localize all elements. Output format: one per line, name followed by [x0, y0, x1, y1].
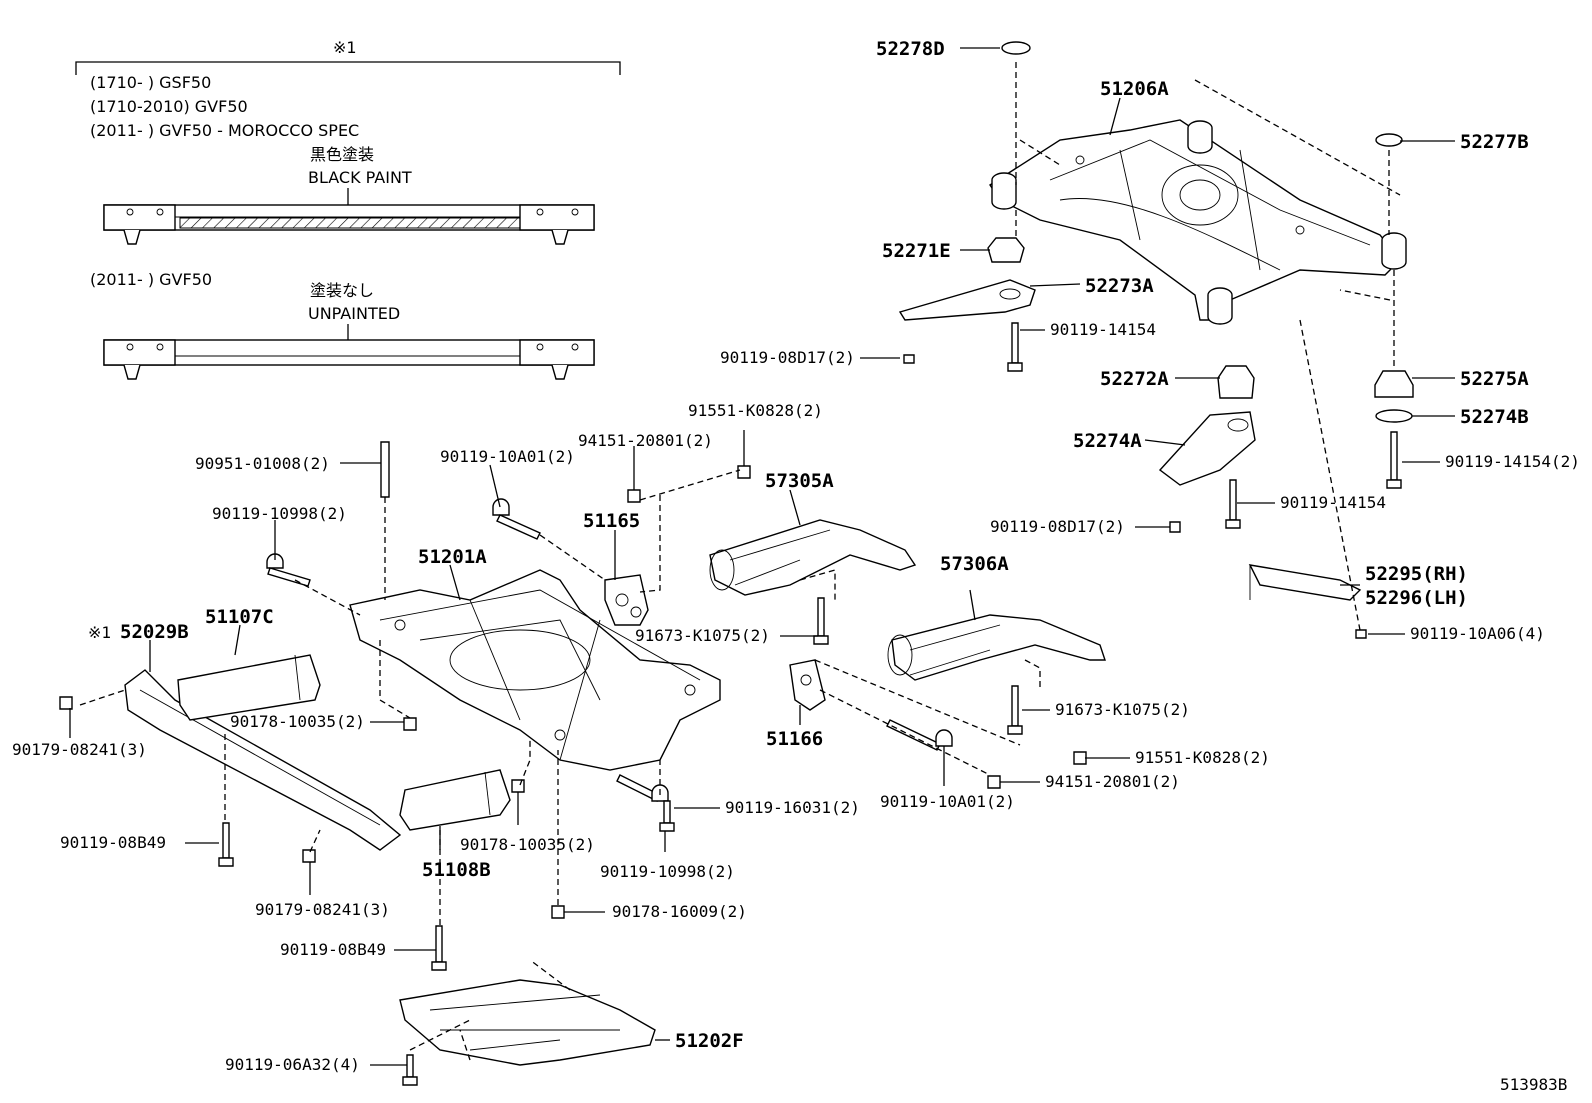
- front-dashed-lines: [79, 469, 1041, 1061]
- label-51166: 51166: [766, 728, 823, 750]
- label-90178-16009: 90178-16009(2): [612, 902, 747, 921]
- label-90119-10A01-a: 90119-10A01(2): [440, 447, 575, 466]
- label-90119-06A32: 90119-06A32(4): [225, 1055, 360, 1074]
- label-90119-10A06: 90119-10A06(4): [1410, 624, 1545, 643]
- note-block: ※1 (1710- ) GSF50 (1710-2010) GVF50 (201…: [75, 38, 621, 380]
- label-52272A: 52272A: [1100, 368, 1169, 390]
- front-subframe-drawing: [349, 569, 721, 771]
- label-52275A: 52275A: [1460, 368, 1529, 390]
- label-90179-08241-a: 90179-08241(3): [12, 740, 147, 759]
- label-90119-08B49-a: 90119-08B49: [60, 833, 166, 852]
- bracket-drawings: [604, 574, 826, 711]
- note-line-1: (1710- ) GSF50: [90, 73, 211, 92]
- label-57306A: 57306A: [940, 553, 1009, 575]
- rear-dashed-lines: [1015, 62, 1401, 631]
- diagram-id: 513983B: [1500, 1075, 1567, 1094]
- label-91673-K1075-a: 91673-K1075(2): [635, 626, 770, 645]
- label-52295-rh: 52295(RH): [1365, 563, 1468, 585]
- label-90951-01008: 90951-01008(2): [195, 454, 330, 473]
- label-94151-20801-a: 94151-20801(2): [578, 431, 713, 450]
- label-90178-10035-b: 90178-10035(2): [460, 835, 595, 854]
- label-51202F: 51202F: [675, 1030, 744, 1052]
- label-91551-K0828-b: 91551-K0828(2): [1135, 748, 1270, 767]
- label-90178-10035-a: 90178-10035(2): [230, 712, 365, 731]
- label-52277B: 52277B: [1460, 131, 1529, 153]
- label-90119-14154-a: 90119-14154: [1050, 320, 1156, 339]
- label-52274B: 52274B: [1460, 406, 1529, 428]
- label-90119-16031: 90119-16031(2): [725, 798, 860, 817]
- part-labels: 52278D 51206A 52277B 52271E 52273A 90119…: [12, 38, 1580, 1094]
- label-51165: 51165: [583, 510, 640, 532]
- label-52029B-ref: ※1: [88, 623, 111, 642]
- label-52029B: 52029B: [120, 621, 189, 643]
- brace-drawings: [709, 519, 1106, 681]
- label-90119-10A01-b: 90119-10A01(2): [880, 792, 1015, 811]
- under-cover-drawing: [399, 979, 656, 1086]
- black-paint-jp: 黒色塗装: [310, 145, 374, 164]
- unpainted-bar-drawing: [103, 339, 595, 380]
- label-52271E: 52271E: [882, 240, 951, 262]
- unpainted-jp: 塗装なし: [310, 281, 374, 300]
- label-51107C: 51107C: [205, 606, 274, 628]
- label-57305A: 57305A: [765, 470, 834, 492]
- label-52296-lh: 52296(LH): [1365, 587, 1468, 609]
- label-90119-10998-a: 90119-10998(2): [212, 504, 347, 523]
- label-52274A: 52274A: [1073, 430, 1142, 452]
- note-line-4: (2011- ) GVF50: [90, 270, 212, 289]
- note-line-3: (2011- ) GVF50 - MOROCCO SPEC: [90, 121, 359, 140]
- bushing-drawings: [898, 41, 1414, 639]
- unpainted-en: UNPAINTED: [308, 304, 400, 323]
- label-51201A: 51201A: [418, 546, 487, 568]
- note-line-2: (1710-2010) GVF50: [90, 97, 248, 116]
- label-52278D: 52278D: [876, 38, 945, 60]
- label-52273A: 52273A: [1085, 275, 1154, 297]
- ref-mark: ※1: [333, 38, 357, 57]
- label-91673-K1075-b: 91673-K1075(2): [1055, 700, 1190, 719]
- black-paint-en: BLACK PAINT: [308, 168, 412, 187]
- label-90119-08B49-b: 90119-08B49: [280, 940, 386, 959]
- label-90119-14154-2: 90119-14154(2): [1445, 452, 1580, 471]
- beam-drawings: [124, 654, 565, 971]
- label-51108B: 51108B: [422, 859, 491, 881]
- label-94151-20801-b: 94151-20801(2): [1045, 772, 1180, 791]
- label-91551-K0828-a: 91551-K0828(2): [688, 401, 823, 420]
- leader-lines: [69, 47, 1455, 1066]
- label-90119-10998-b: 90119-10998(2): [600, 862, 735, 881]
- rear-subframe-drawing: [989, 119, 1407, 325]
- label-90119-14154-b: 90119-14154: [1280, 493, 1386, 512]
- label-90179-08241-b: 90179-08241(3): [255, 900, 390, 919]
- painted-bar-drawing: [103, 204, 595, 245]
- label-51206A: 51206A: [1100, 78, 1169, 100]
- label-90119-08D17-a: 90119-08D17(2): [720, 348, 855, 367]
- label-90119-08D17-b: 90119-08D17(2): [990, 517, 1125, 536]
